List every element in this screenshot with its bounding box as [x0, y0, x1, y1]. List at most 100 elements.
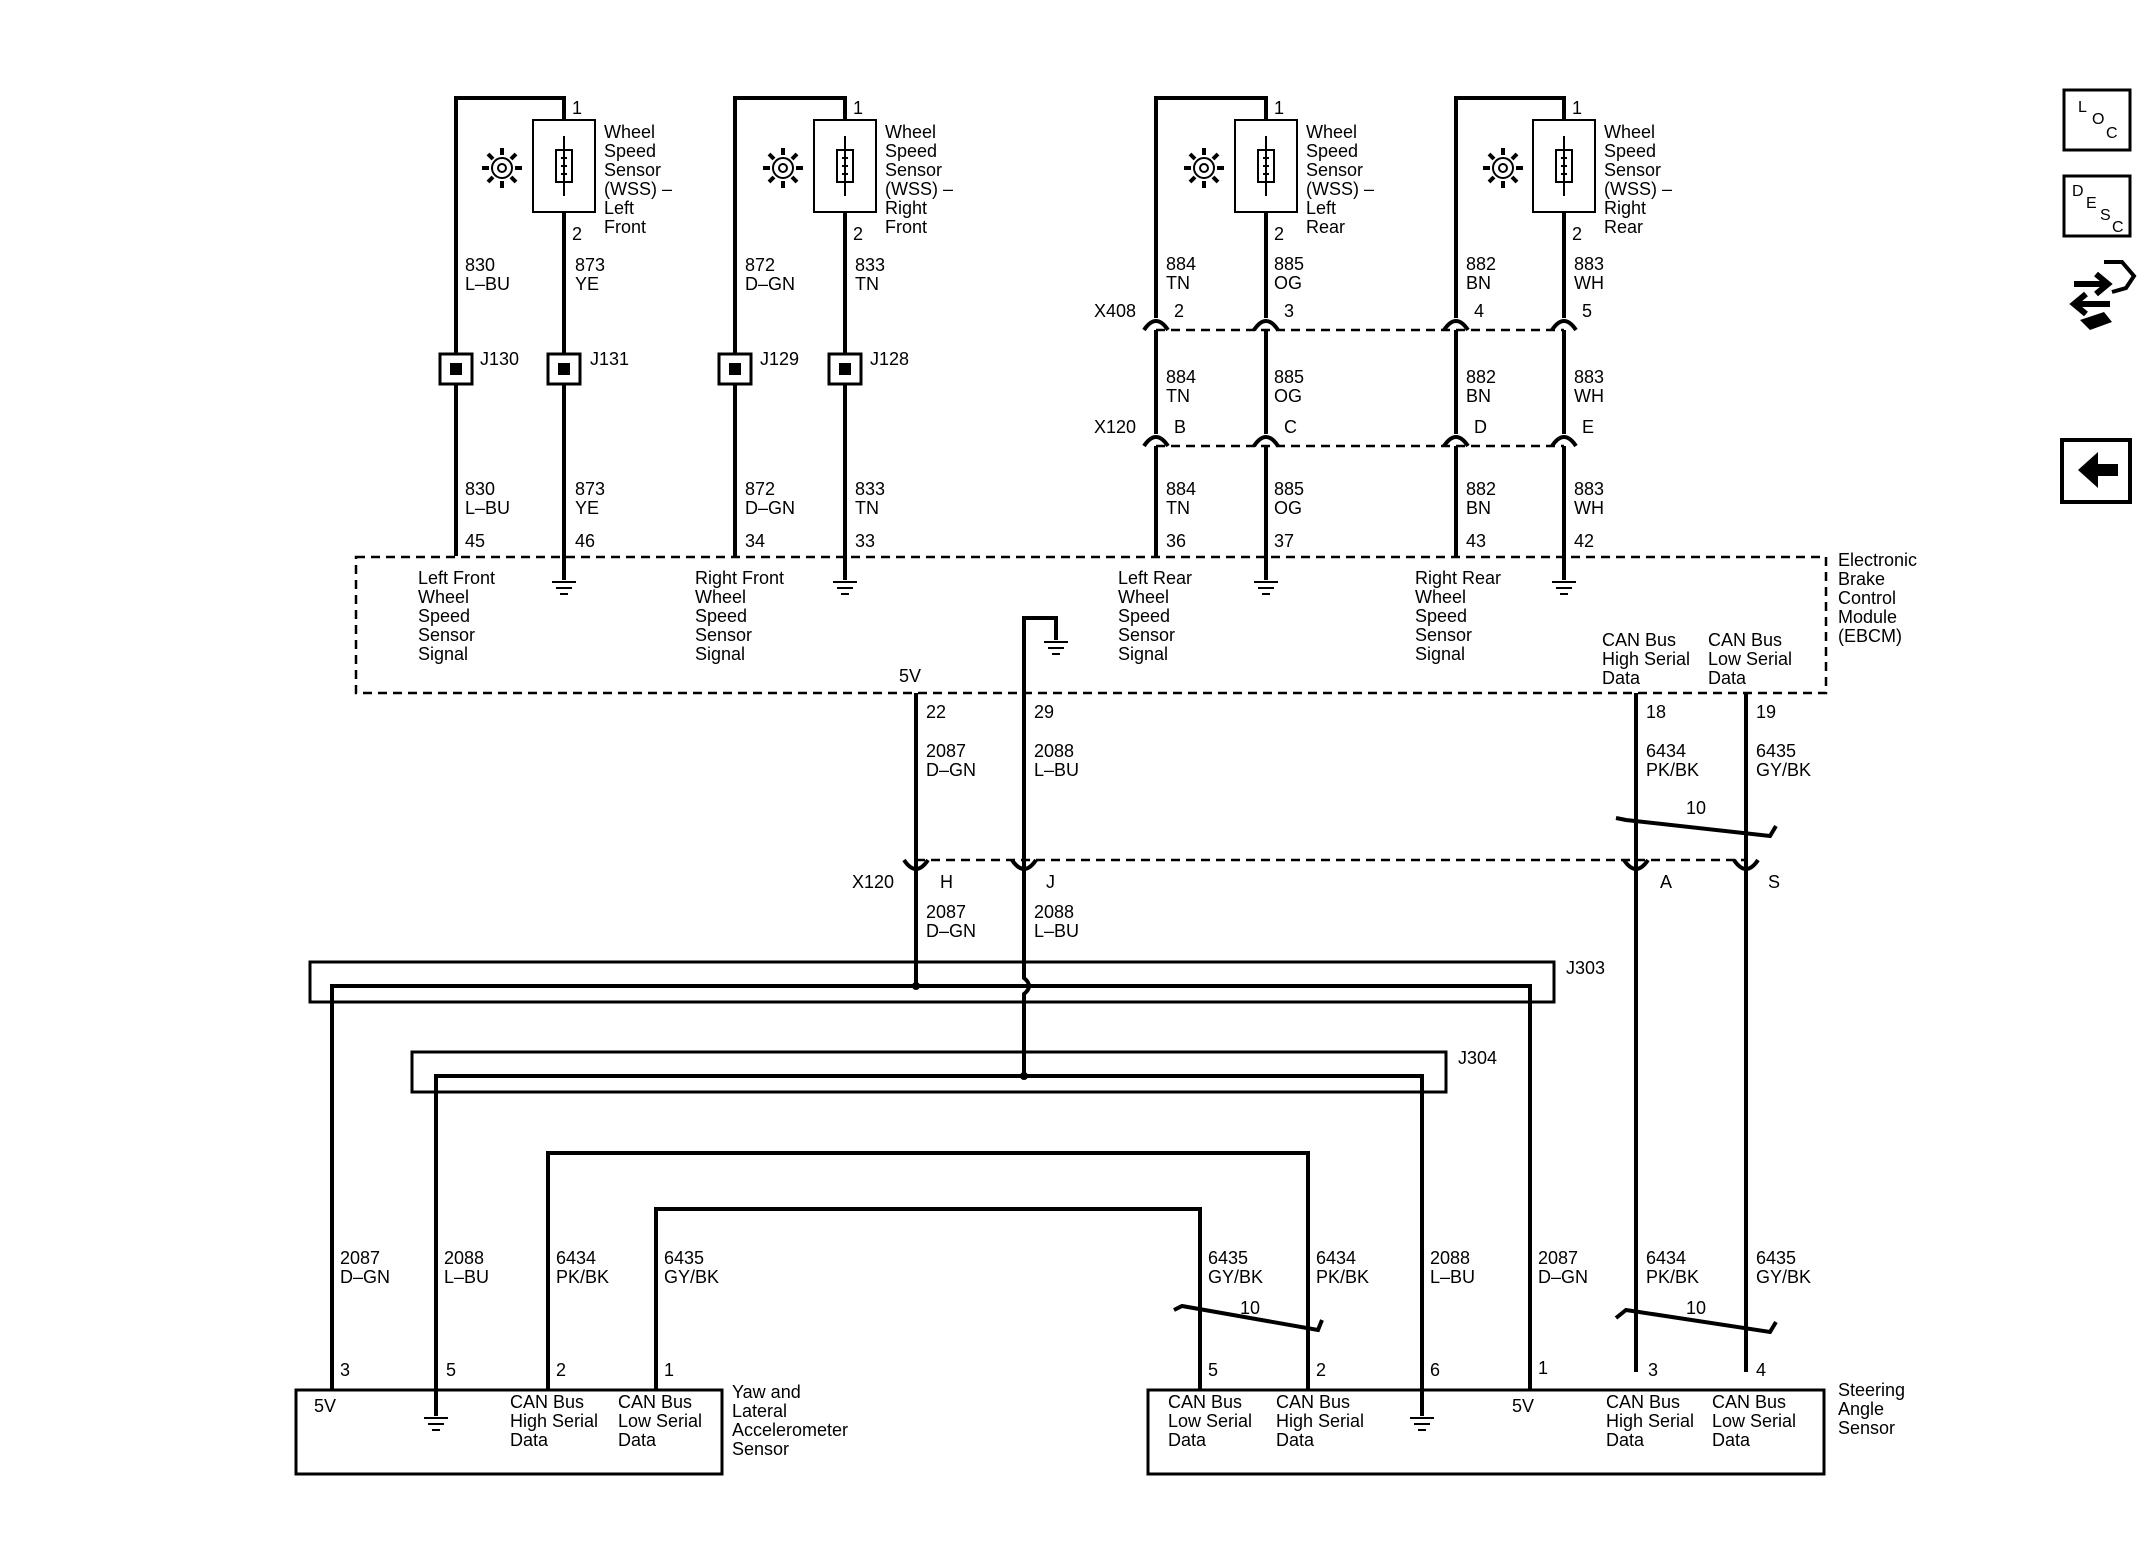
wire-6434-upper-circuit: 6434 — [1646, 741, 1686, 761]
sas-wire-6435a-color: GY/BK — [1208, 1267, 1263, 1287]
ebcm-lr-2: Wheel — [1118, 587, 1169, 607]
wire-872-upper-circuit: 872 — [745, 255, 775, 275]
description-icon[interactable]: D E S C — [2062, 174, 2132, 238]
ebcm-lr-3: Speed — [1118, 606, 1170, 626]
ebcm-rr-4: Sensor — [1415, 625, 1472, 645]
splice-label-j131: J131 — [590, 349, 629, 369]
yaw-wire-2088-circuit: 2088 — [444, 1248, 484, 1268]
sas-wire-6434b-color: PK/BK — [1646, 1267, 1699, 1287]
wss-rr-label-2: Speed — [1604, 141, 1656, 161]
sas-can-lo2-2: Low Serial — [1712, 1411, 1796, 1431]
ebcm-lf-1: Left Front — [418, 568, 495, 588]
yaw-pin-1: 1 — [664, 1360, 674, 1380]
yaw-can-hi-2: High Serial — [510, 1411, 598, 1431]
sas-can-lo2-1: CAN Bus — [1712, 1392, 1786, 1412]
sas-pin-1: 1 — [1538, 1358, 1548, 1378]
wss-lr-label-1: Wheel — [1306, 122, 1357, 142]
ebcm-rf-3: Speed — [695, 606, 747, 626]
ground-icon — [833, 556, 857, 595]
wss-lf-label-1: Wheel — [604, 122, 655, 142]
wire-885-top-color: OG — [1274, 273, 1302, 293]
sas-pin-6: 6 — [1430, 1360, 1440, 1380]
ebcm-title-4: Module — [1838, 607, 1897, 627]
ebcm-title-5: (EBCM) — [1838, 626, 1902, 646]
wss-lf-label-6: Front — [604, 217, 646, 237]
yaw-wire-6434-color: PK/BK — [556, 1267, 609, 1287]
wss-rr-pin2: 2 — [1572, 224, 1582, 244]
wire-2087-lower-color: D–GN — [926, 921, 976, 941]
sas-wire-2088-circuit: 2088 — [1430, 1248, 1470, 1268]
splice-label-j128: J128 — [870, 349, 909, 369]
x120-pin-j: J — [1046, 872, 1055, 892]
ebcm-rr-1: Right Rear — [1415, 568, 1501, 588]
wss-rf-label-2: Speed — [885, 141, 937, 161]
ebcm-rf-1: Right Front — [695, 568, 784, 588]
wire-2088-lower-circuit: 2088 — [1034, 902, 1074, 922]
svg-text:L: L — [2078, 99, 2087, 116]
back-arrow-icon[interactable] — [2060, 438, 2132, 504]
sas-can-hi-2: High Serial — [1276, 1411, 1364, 1431]
wire-884-low-color: TN — [1166, 498, 1190, 518]
x120-pin-b: B — [1174, 417, 1186, 437]
wss-lr-label-3: Sensor — [1306, 160, 1363, 180]
wire-2088-upper-circuit: 2088 — [1034, 741, 1074, 761]
yaw-pin-2: 2 — [556, 1360, 566, 1380]
connector-tool-icon[interactable] — [2069, 260, 2137, 330]
wire-884-top-circuit: 884 — [1166, 254, 1196, 274]
ebcm-lf-3: Speed — [418, 606, 470, 626]
ebcm-pin-22: 22 — [926, 702, 946, 722]
ebcm-can-lo-3: Data — [1708, 668, 1747, 688]
yaw-can-lo-1: CAN Bus — [618, 1392, 692, 1412]
wire-882-mid-color: BN — [1466, 386, 1491, 406]
ebcm-lf-2: Wheel — [418, 587, 469, 607]
yaw-can-hi-1: CAN Bus — [510, 1392, 584, 1412]
twisted-pair-marker — [1173, 1303, 1324, 1333]
sas-can-lo-1: CAN Bus — [1168, 1392, 1242, 1412]
wire-885-mid-color: OG — [1274, 386, 1302, 406]
yaw-title-3: Accelerometer — [732, 1420, 848, 1440]
wire-2087-lower-circuit: 2087 — [926, 902, 966, 922]
front-wire-labels: 830 L–BU 873 YE 872 D–GN 833 TN J130 J13… — [438, 255, 909, 556]
wss-lr-label-4: (WSS) – — [1306, 179, 1374, 199]
splice-label-j303: J303 — [1566, 958, 1605, 978]
wss-lr-label-6: Rear — [1306, 217, 1345, 237]
wss-lr-pin2: 2 — [1274, 224, 1284, 244]
wss-lr-label-2: Speed — [1306, 141, 1358, 161]
yaw-title-2: Lateral — [732, 1401, 787, 1421]
sas-wire-6435b-color: GY/BK — [1756, 1267, 1811, 1287]
ebcm-pin-29: 29 — [1034, 702, 1054, 722]
wire-833-upper-color: TN — [855, 274, 879, 294]
ebcm-rf-4: Sensor — [695, 625, 752, 645]
ebcm-rf-2: Wheel — [695, 587, 746, 607]
ground-icon — [1552, 556, 1576, 595]
wss-rf-label-6: Front — [885, 217, 927, 237]
ground-icon — [1022, 616, 1068, 693]
wire-2088-lower-color: L–BU — [1034, 921, 1079, 941]
wire-830-lower-color: L–BU — [465, 498, 510, 518]
sas-can-hi-1: CAN Bus — [1276, 1392, 1350, 1412]
sas-wire-6434b-circuit: 6434 — [1646, 1248, 1686, 1268]
sas-title-1: Steering — [1838, 1380, 1905, 1400]
sas-can-hi2-1: CAN Bus — [1606, 1392, 1680, 1412]
wss-lf-label-2: Speed — [604, 141, 656, 161]
wss-lr-pin1: 1 — [1274, 98, 1284, 118]
wire-2087-upper-color: D–GN — [926, 760, 976, 780]
wire-873-upper-circuit: 873 — [575, 255, 605, 275]
sas-can-lo2-3: Data — [1712, 1430, 1751, 1450]
location-icon[interactable]: L O C — [2062, 88, 2132, 152]
ebcm-5v: 5V — [899, 666, 921, 686]
wire-883-mid-color: WH — [1574, 386, 1604, 406]
yaw-can-hi-3: Data — [510, 1430, 549, 1450]
wire-883-top-circuit: 883 — [1574, 254, 1604, 274]
x408-pin-5: 5 — [1582, 301, 1592, 321]
ebcm-lf-4: Sensor — [418, 625, 475, 645]
yaw-wire-2087-circuit: 2087 — [340, 1248, 380, 1268]
sas-wire-6434a-color: PK/BK — [1316, 1267, 1369, 1287]
wire-884-top-color: TN — [1166, 273, 1190, 293]
yaw-pin-3: 3 — [340, 1360, 350, 1380]
ebcm-pin-37: 37 — [1274, 531, 1294, 551]
wire-833-upper-circuit: 833 — [855, 255, 885, 275]
wire-833-lower-circuit: 833 — [855, 479, 885, 499]
x120-pin-d: D — [1474, 417, 1487, 437]
splice-label-j304: J304 — [1458, 1048, 1497, 1068]
